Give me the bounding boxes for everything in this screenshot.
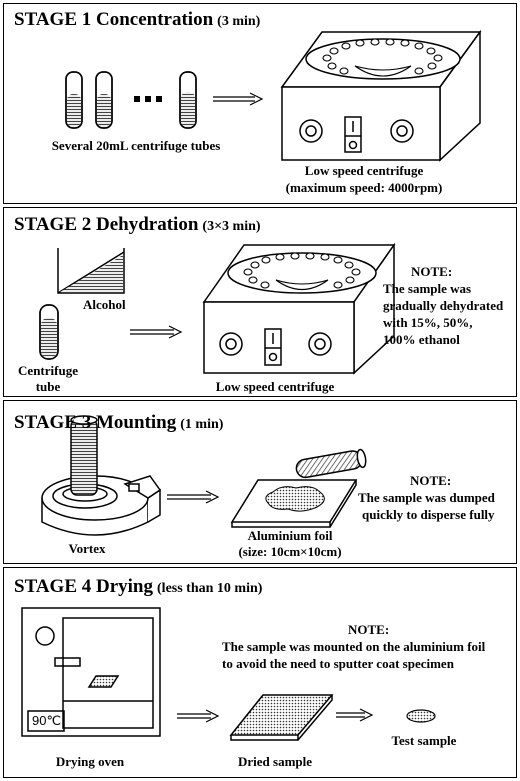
stage-3-title: STAGE 3 Mounting [14,412,177,433]
stage-3-time: (1 min) [180,417,224,432]
low-speed-centrifuge-icon [202,242,396,375]
ellipsis-dots [134,96,162,102]
centrifuge-tube-label-2: tube [35,379,61,394]
stage-2-time: (3×3 min) [202,219,261,234]
dried-sample-label: Dried sample [237,754,313,769]
note-line: The sample was mounted on the aluminium … [222,639,486,654]
note-line: to avoid the need to sputter coat specim… [222,656,454,671]
arrow-right-icon [336,708,374,722]
centrifuge-speed-label: (maximum speed: 4000rpm) [285,180,443,195]
centrifuge-label: Low speed centrifuge [304,163,424,178]
arrow-right-icon [177,709,220,723]
arrow-right-icon [167,490,220,504]
centrifuge-tube-label: Centrifuge [18,363,78,378]
aluminium-foil-label: Aluminium foil [247,528,333,543]
note-line: quickly to disperse fully [362,507,495,522]
note-line: The sample was dumped [358,490,495,505]
sample-tube-icon [295,448,367,479]
foil-size-label: (size: 10cm×10cm) [238,544,342,559]
dried-sample-tray-icon [229,694,334,741]
stage-3-note: NOTE: The sample was dumped quickly to d… [358,472,495,523]
stage-2-note: NOTE: The sample was gradually dehydrate… [383,263,503,348]
centrifuge-tube-icon [39,304,59,360]
note-line: 100% ethanol [383,332,460,347]
centrifuge-label: Low speed centrifuge [215,379,335,394]
arrow-right-icon [130,325,183,339]
tubes-label: Several 20mL centrifuge tubes [51,138,221,153]
centrifuge-tube-icon [179,71,197,129]
note-heading: NOTE: [348,622,390,637]
stage-2-title: STAGE 2 Dehydration [14,214,199,235]
test-sample-icon [406,709,436,723]
arrow-right-icon [213,92,264,106]
note-line: gradually dehydrated [383,298,504,313]
stage-4-note: NOTE: The sample was mounted on the alum… [222,621,485,672]
note-heading: NOTE: [410,473,452,488]
test-sample-label: Test sample [391,733,457,748]
stage-4-title: STAGE 4 Drying [14,576,154,597]
stage-4-panel [3,567,517,778]
vortex-label: Vortex [68,541,106,556]
centrifuge-tube-icon [65,71,83,129]
stage-1-title: STAGE 1 Concentration [14,9,214,30]
low-speed-centrifuge-icon [280,29,482,162]
stage-4-time: (less than 10 min) [157,581,263,596]
stage-4-heading: STAGE 4 Drying (less than 10 min) [14,576,262,598]
stage-1-heading: STAGE 1 Concentration (3 min) [14,9,260,31]
stage-1-panel [3,3,517,204]
stage-3-panel [3,400,517,564]
note-line: with 15%, 50%, [383,315,473,330]
drying-oven-label: Drying oven [55,754,125,769]
note-heading: NOTE: [411,264,453,279]
alcohol-label: Alcohol [83,297,126,312]
note-line: The sample was [383,281,472,296]
stage-2-panel [3,207,517,397]
stage-3-heading: STAGE 3 Mounting (1 min) [14,412,223,434]
stage-1-time: (3 min) [217,14,261,29]
stage-2-heading: STAGE 2 Dehydration (3×3 min) [14,214,261,236]
aluminium-foil-icon [230,479,358,528]
oven-temperature-readout: 90℃ [32,713,62,728]
alcohol-container-icon [57,248,125,294]
drying-oven-icon [21,607,161,737]
centrifuge-tube-icon [95,71,113,129]
vortex-mixer-icon [41,415,162,536]
